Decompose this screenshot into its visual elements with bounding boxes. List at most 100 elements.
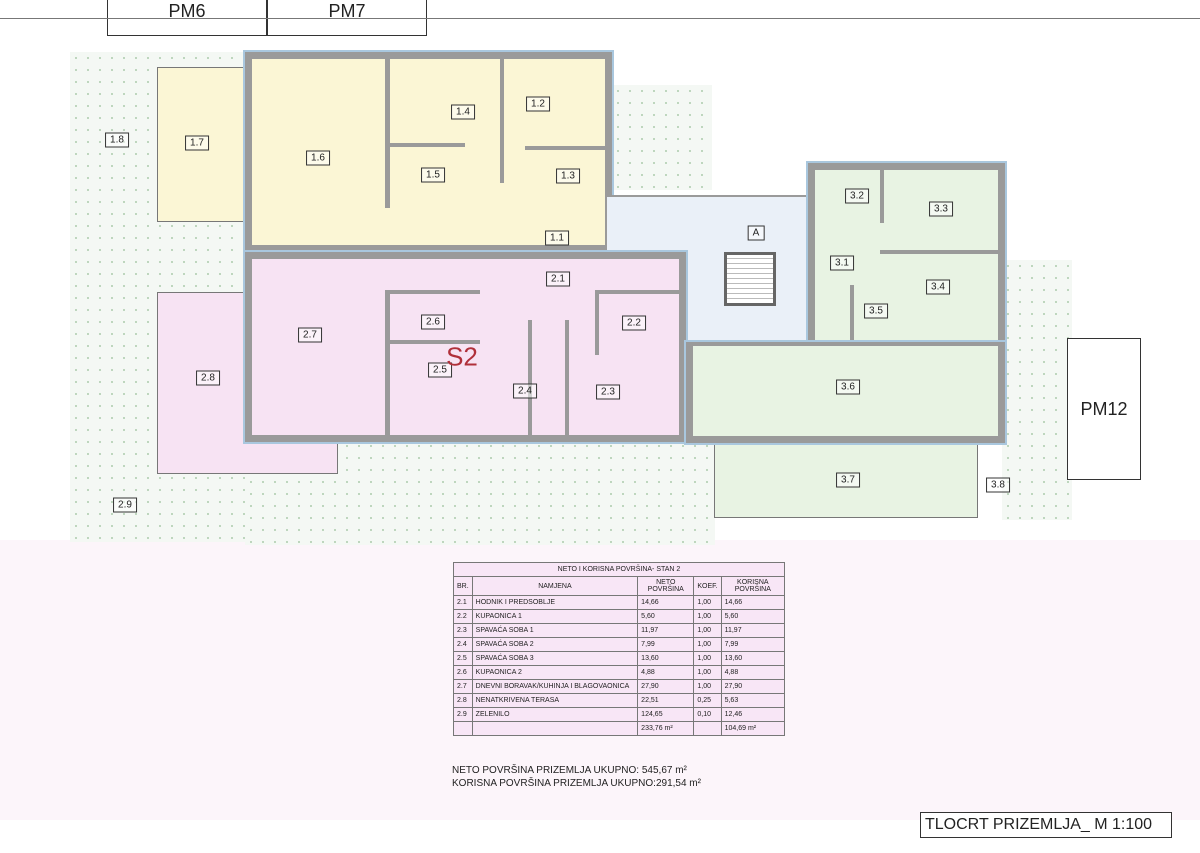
table-cell: 1,00 <box>693 623 722 638</box>
table-cell: 5,63 <box>720 693 786 708</box>
table-cell: 4,88 <box>720 665 786 680</box>
parking-label: PM12 <box>1080 398 1128 419</box>
parking-label: PM6 <box>168 0 206 21</box>
table-cell: 2.1 <box>453 595 473 610</box>
room-label-2-7: 2.7 <box>298 327 322 343</box>
table-cell <box>453 721 473 736</box>
table-cell: SPAVAĆA SOBA 3 <box>471 651 639 666</box>
apartment-2 <box>243 250 688 444</box>
room-label-3-3: 3.3 <box>929 201 953 217</box>
garden-south <box>245 440 715 545</box>
table-header-cell: KOEF. <box>693 576 722 596</box>
table-header-cell: KORISNA POVRŠINA <box>720 576 786 596</box>
room-label-1-4: 1.4 <box>451 104 475 120</box>
table-cell: 7,99 <box>637 637 695 652</box>
parking-pm12: PM12 <box>1067 338 1141 480</box>
garden-north-east <box>612 85 712 190</box>
table-cell: 2.6 <box>453 665 473 680</box>
table-cell: 2.3 <box>453 623 473 638</box>
table-cell: DNEVNI BORAVAK/KUHINJA I BLAGOVAONICA <box>471 679 639 694</box>
table-cell: ZELENILO <box>471 707 639 722</box>
room-label-1-7: 1.7 <box>185 135 209 151</box>
table-cell: 2.2 <box>453 609 473 624</box>
room-label-1-1: 1.1 <box>545 230 569 246</box>
table-cell: 13,60 <box>720 651 786 666</box>
table-cell: 1,00 <box>693 665 722 680</box>
table-cell: 0,10 <box>693 707 722 722</box>
table-cell: 1,00 <box>693 637 722 652</box>
room-label-2-3: 2.3 <box>596 384 620 400</box>
table-cell: 2.7 <box>453 679 473 694</box>
interior-wall <box>500 58 504 183</box>
table-cell: 1,00 <box>693 609 722 624</box>
table-cell: 27,90 <box>720 679 786 694</box>
totals: NETO POVRŠINA PRIZEMLJA UKUPNO: 545,67 m… <box>452 764 701 790</box>
apartment-1 <box>243 50 614 254</box>
table-cell: KUPAONICA 1 <box>471 609 639 624</box>
table-cell: 22,51 <box>637 693 695 708</box>
table-cell: 2.4 <box>453 637 473 652</box>
interior-wall <box>595 290 685 294</box>
room-label-1-3: 1.3 <box>556 168 580 184</box>
table-cell: 11,97 <box>720 623 786 638</box>
room-label-3-5: 3.5 <box>864 303 888 319</box>
stair-label-a: A <box>747 225 765 241</box>
table-cell: 5,60 <box>720 609 786 624</box>
interior-wall <box>565 320 569 435</box>
table-cell: 4,88 <box>637 665 695 680</box>
table-cell: 1,00 <box>693 595 722 610</box>
room-label-1-6: 1.6 <box>306 150 330 166</box>
room-label-3-4: 3.4 <box>926 279 950 295</box>
table-cell: 1,00 <box>693 651 722 666</box>
room-label-2-9: 2.9 <box>113 497 137 513</box>
table-header-cell: BR. <box>453 576 473 596</box>
table-cell: 11,97 <box>637 623 695 638</box>
table-cell <box>693 721 722 736</box>
table-cell: SPAVAĆA SOBA 2 <box>471 637 639 652</box>
table-header-cell: NAMJENA <box>471 576 639 596</box>
room-label-1-2: 1.2 <box>526 96 550 112</box>
table-header-cell: NETO POVRŠINA <box>637 576 695 596</box>
table-cell: 13,60 <box>637 651 695 666</box>
room-label-3-6: 3.6 <box>836 379 860 395</box>
room-label-2-1: 2.1 <box>546 271 570 287</box>
room-label-1-8: 1.8 <box>105 132 129 148</box>
table-cell: 124,65 <box>637 707 695 722</box>
interior-wall <box>385 290 480 294</box>
room-label-3-8: 3.8 <box>986 477 1010 493</box>
table-cell: 14,66 <box>637 595 695 610</box>
room-label-2-5: 2.5 <box>428 362 452 378</box>
table-cell: 2.8 <box>453 693 473 708</box>
table-cell: KUPAONICA 2 <box>471 665 639 680</box>
interior-wall <box>385 340 480 344</box>
total-neto: NETO POVRŠINA PRIZEMLJA UKUPNO: 545,67 m… <box>452 765 687 776</box>
stairwell <box>724 252 776 306</box>
table-cell: 27,90 <box>637 679 695 694</box>
table-cell: 0,25 <box>693 693 722 708</box>
apartment-mark: S2 <box>446 341 478 372</box>
table-cell <box>471 721 639 736</box>
table-cell: 2.5 <box>453 651 473 666</box>
drawing-title: TLOCRT PRIZEMLJA_ M 1:100 <box>920 812 1172 838</box>
room-label-2-8: 2.8 <box>196 370 220 386</box>
room-label-2-6: 2.6 <box>421 314 445 330</box>
parking-label: PM7 <box>328 0 366 21</box>
interior-wall <box>880 250 1000 254</box>
table-cell: NENATKRIVENA TERASA <box>471 693 639 708</box>
table-cell: 104,69 m² <box>720 721 786 736</box>
table-cell: 14,66 <box>720 595 786 610</box>
table-cell: 12,46 <box>720 707 786 722</box>
interior-wall <box>385 143 465 147</box>
room-label-3-1: 3.1 <box>830 255 854 271</box>
